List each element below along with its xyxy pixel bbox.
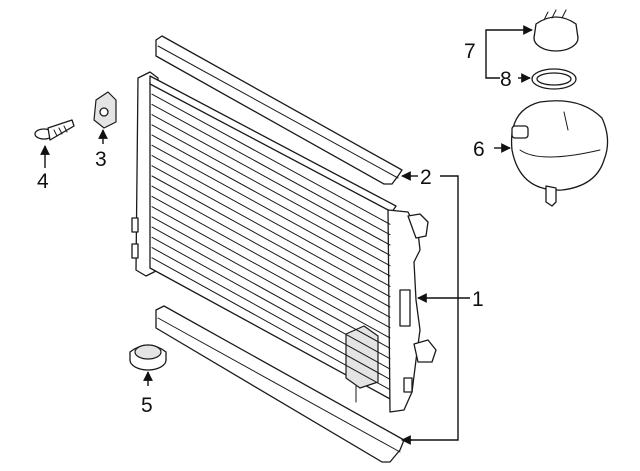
radiator-fin [151, 134, 391, 267]
bracket-clip [93, 91, 117, 129]
radiator-sensor-module [345, 325, 379, 389]
radiator-pin-upper [131, 217, 139, 233]
radiator-fin [151, 93, 391, 225]
radiator-upper-inlet [407, 213, 429, 239]
radiator-fin [151, 257, 391, 391]
radiator-fin [151, 216, 391, 349]
radiator-fin [151, 236, 391, 370]
o-ring [531, 68, 577, 90]
radiator-fin [151, 124, 391, 256]
callout-1: 1 [472, 288, 484, 311]
leader-7-bracket [485, 29, 500, 79]
radiator [131, 71, 437, 413]
radiator-fins [151, 93, 391, 391]
radiator-fin [151, 155, 391, 287]
screw [34, 119, 75, 141]
lower-seal-edge [157, 317, 401, 453]
expansion-tank [510, 100, 609, 207]
filler-cap [533, 9, 579, 52]
radiator-lower-outlet [413, 339, 437, 363]
callout-7: 7 [464, 40, 476, 63]
lower-seal-strip [155, 305, 405, 463]
grommet [129, 344, 167, 371]
upper-seal-strip [155, 35, 403, 185]
radiator-fin [151, 103, 391, 236]
radiator-fin [151, 247, 391, 380]
radiator-fin [151, 144, 391, 277]
callout-2: 2 [420, 166, 432, 189]
callout-6: 6 [473, 138, 485, 161]
radiator-fin [151, 206, 391, 339]
callout-3: 3 [95, 148, 107, 171]
radiator-bracket [399, 289, 411, 327]
callout-8: 8 [500, 68, 512, 91]
radiator-fin [151, 226, 391, 360]
upper-seal-edge [157, 45, 399, 179]
radiator-fin [151, 195, 391, 329]
radiator-small-bracket [403, 377, 413, 393]
radiator-fin [151, 114, 391, 246]
leader-2-bracket [410, 175, 459, 441]
radiator-fin [151, 175, 391, 308]
radiator-fin [151, 165, 391, 298]
callout-5: 5 [141, 394, 153, 417]
radiator-pin-lower [131, 243, 139, 259]
radiator-fin [151, 185, 391, 318]
callout-4: 4 [37, 170, 49, 193]
